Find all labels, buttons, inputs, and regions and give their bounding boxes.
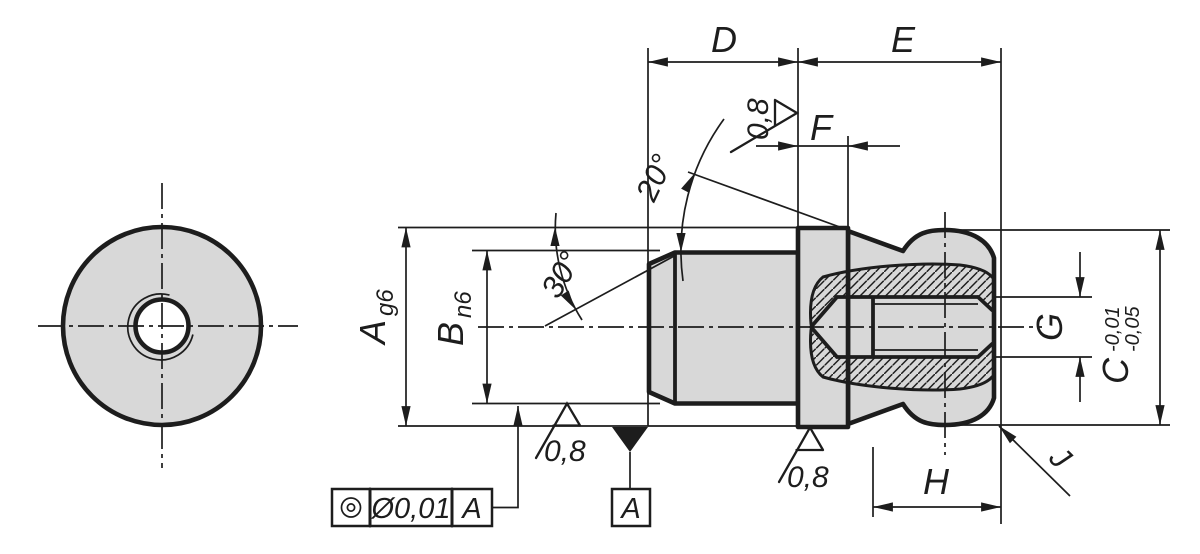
label-A-fit: g6 <box>372 289 399 316</box>
taper-construction-line <box>687 171 849 231</box>
label-angle-20: 20° <box>628 149 680 207</box>
section-hatch-top <box>810 264 992 323</box>
label-C: C <box>1095 357 1136 384</box>
fcf-box <box>330 487 494 528</box>
section-hatch-bottom <box>810 331 992 390</box>
roughness-value-flange-face: 0,8 <box>742 98 775 140</box>
chamfer-construction-line <box>544 254 677 327</box>
angle-arc-20 <box>680 118 725 282</box>
roughness-value-thread: 0,8 <box>544 435 586 468</box>
arc20-arrow-top <box>681 174 694 193</box>
feature-control-frame: Ø0,01 A <box>330 406 523 528</box>
arc30-arrow-bottom <box>560 290 575 309</box>
label-angle-30: 30° <box>534 246 588 304</box>
label-A: A <box>352 320 393 346</box>
datum-triangle <box>612 427 648 452</box>
roughness-value-flange-bottom: 0,8 <box>787 461 829 494</box>
label-B: B <box>430 322 471 346</box>
arc30-arrow-top <box>550 227 560 246</box>
side-view <box>478 212 1042 455</box>
concentricity-icon <box>340 497 362 518</box>
label-B-fit: n6 <box>450 291 477 318</box>
dimension-lines <box>401 57 1165 512</box>
fcf-leader <box>490 406 523 509</box>
label-J: J <box>1042 439 1079 476</box>
internal-thread-lines <box>873 303 978 351</box>
front-view <box>38 183 298 468</box>
arc20-arrow-bottom <box>676 233 686 252</box>
label-C-tol-lo: -0,05 <box>1122 306 1144 352</box>
label-D: D <box>711 19 737 60</box>
section-break-line-bottom <box>809 328 994 392</box>
roughness-symbol-flange-bottom: 0,8 <box>777 425 829 494</box>
section-break-line-top <box>809 262 994 326</box>
fcf-datum-ref: A <box>460 493 481 525</box>
thread-arc <box>126 293 194 361</box>
angle-construction <box>544 118 849 327</box>
datum-label: A <box>619 493 640 525</box>
datum-box <box>610 487 652 528</box>
datum-symbol: A <box>610 427 652 528</box>
label-C-tol-up: -0,01 <box>1102 306 1124 352</box>
roughness-symbol-thread: 0,8 <box>534 401 586 468</box>
label-G: G <box>1029 313 1070 341</box>
roughness-symbols: 0,8 0,8 0,8 <box>534 98 829 494</box>
leader-J <box>998 425 1071 497</box>
label-F: F <box>810 107 834 148</box>
angle-arc-30 <box>554 212 583 321</box>
label-E: E <box>891 19 916 60</box>
label-H: H <box>923 461 950 502</box>
thread-body <box>646 250 801 406</box>
roughness-symbol-flange-face: 0,8 <box>729 98 800 154</box>
fcf-tolerance: Ø0,01 <box>371 493 451 525</box>
